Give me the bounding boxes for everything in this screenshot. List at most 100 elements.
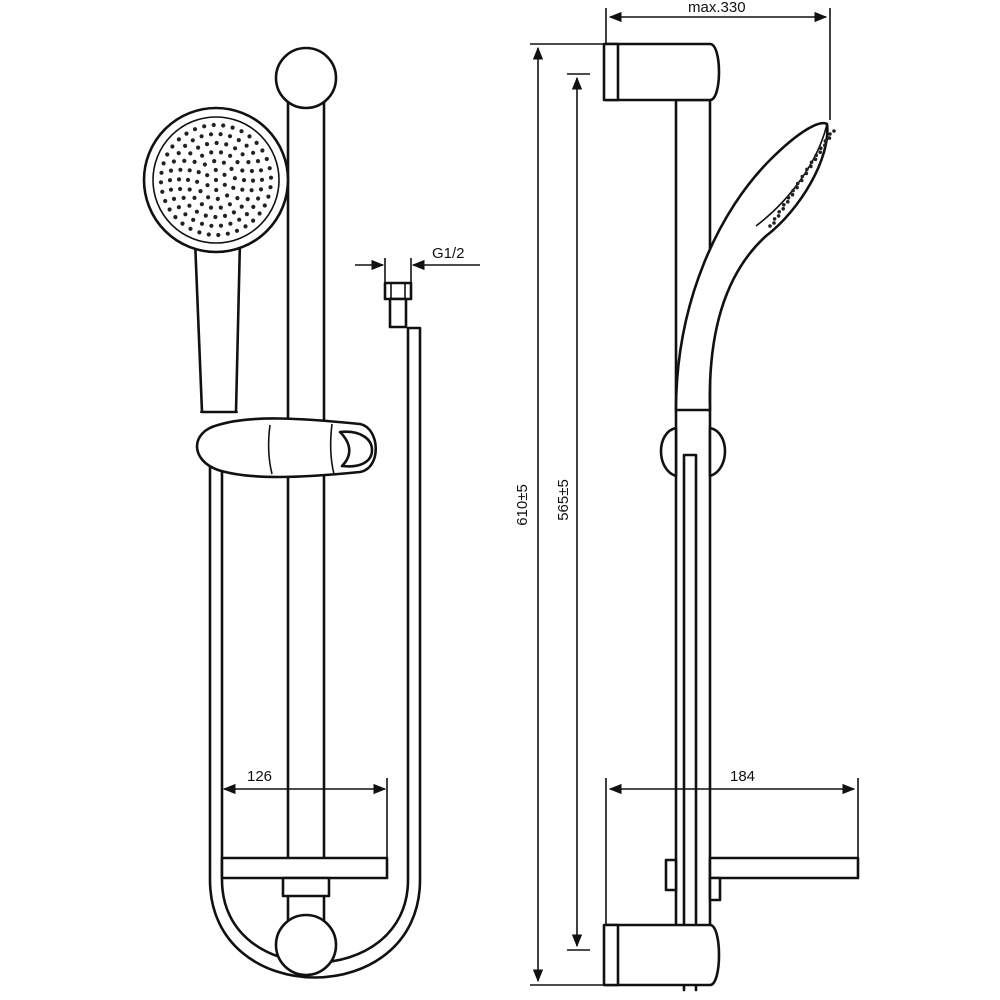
nozzle-dot xyxy=(168,168,174,173)
nozzle-dot xyxy=(206,232,211,237)
side-nozzle-dot xyxy=(786,195,791,200)
nozzle-dot xyxy=(208,132,214,137)
side-nozzle-dot xyxy=(805,167,809,172)
nozzle-dot xyxy=(221,160,226,165)
nozzle-dot xyxy=(251,150,256,155)
nozzle-dot xyxy=(158,180,164,185)
nozzle-dot xyxy=(195,179,200,184)
shower-head-nozzles xyxy=(158,122,274,238)
nozzle-dot xyxy=(225,193,230,198)
side-nozzle-dot xyxy=(819,146,823,150)
nozzle-dot xyxy=(200,153,205,158)
nozzle-dot xyxy=(236,138,241,143)
nozzle-dot xyxy=(181,195,186,200)
nozzle-dot xyxy=(173,215,178,220)
nozzle-dot xyxy=(171,159,176,164)
nozzle-dot xyxy=(268,175,274,180)
bottom-bracket-neck xyxy=(281,876,331,898)
nozzle-dot xyxy=(171,196,177,201)
side-nozzle-dot xyxy=(782,203,786,207)
nozzle-dot xyxy=(254,140,259,145)
nozzle-dot xyxy=(196,145,201,150)
soap-dish-side xyxy=(708,856,860,880)
nozzle-dot xyxy=(187,187,192,192)
side-nozzle-dot xyxy=(799,178,804,183)
nozzle-dot xyxy=(251,204,256,209)
nozzle-dot xyxy=(199,202,204,207)
nozzle-dot xyxy=(245,197,250,202)
side-nozzle-dot xyxy=(804,171,809,176)
nozzle-dot xyxy=(262,203,267,208)
nozzle-dot xyxy=(176,137,181,142)
nozzle-dot xyxy=(222,182,227,187)
nozzle-dot xyxy=(192,195,197,200)
dim-rail-height-label: 565±5 xyxy=(555,479,572,521)
nozzle-dot xyxy=(268,185,273,190)
nozzle-dot xyxy=(231,185,236,190)
nozzle-dot xyxy=(235,160,240,165)
side-nozzle-dot xyxy=(813,157,818,162)
dim-total-height-label: 610±5 xyxy=(514,484,531,526)
nozzle-dot xyxy=(178,186,183,192)
side-nozzle-dot xyxy=(776,214,781,218)
nozzle-dot xyxy=(259,177,265,182)
nozzle-dot xyxy=(192,127,198,132)
nozzle-dot xyxy=(209,150,214,155)
nozzle-dot xyxy=(203,213,208,218)
nozzle-dot xyxy=(188,151,193,156)
dim-max-width-label: max.330 xyxy=(688,0,746,16)
top-bracket-side xyxy=(604,42,721,102)
nozzle-dot xyxy=(218,223,224,228)
side-nozzle-dot xyxy=(809,160,814,165)
nozzle-dot xyxy=(234,228,240,233)
nozzle-dot xyxy=(227,202,232,207)
side-nozzle-dot xyxy=(827,136,832,140)
nozzle-dot xyxy=(167,207,172,212)
nozzle-dot xyxy=(191,217,196,222)
nozzle-dot xyxy=(180,221,185,226)
bottom-bracket-side xyxy=(604,923,721,987)
side-nozzle-dot xyxy=(781,207,785,211)
nozzle-dot xyxy=(230,125,235,130)
nozzle-dot xyxy=(240,152,245,157)
nozzle-dot xyxy=(215,196,220,201)
side-nozzle-dot xyxy=(823,139,828,143)
side-view: 610±5 565±5 max.330 xyxy=(514,0,860,992)
nozzle-dot xyxy=(221,123,226,128)
nozzle-dot xyxy=(246,160,251,165)
nozzle-dot xyxy=(218,132,223,137)
nozzle-dot xyxy=(182,158,187,163)
nozzle-dot xyxy=(222,172,227,177)
nozzle-dot xyxy=(225,231,230,236)
nozzle-dot xyxy=(176,177,182,182)
nozzle-dot xyxy=(185,177,191,182)
nozzle-dot xyxy=(222,213,228,218)
nozzle-dot xyxy=(212,159,217,164)
nozzle-dot xyxy=(168,187,174,192)
nozzle-dot xyxy=(241,178,247,183)
nozzle-dot xyxy=(218,205,223,210)
side-nozzle-dot xyxy=(791,188,795,193)
nozzle-dot xyxy=(176,151,181,156)
nozzle-dot xyxy=(229,166,234,171)
side-nozzle-dot xyxy=(800,174,805,179)
nozzle-dot xyxy=(209,223,214,228)
hose-connector-nut xyxy=(383,281,413,301)
nozzle-dot xyxy=(240,187,245,192)
nozzle-dot xyxy=(167,178,173,183)
nozzle-dot xyxy=(244,212,249,217)
nozzle-dot xyxy=(231,210,236,215)
dim-hose-spacing-label: 126 xyxy=(247,768,272,785)
nozzle-dot xyxy=(258,187,264,192)
nozzle-dot xyxy=(178,167,183,172)
side-nozzle-dot xyxy=(795,185,799,190)
nozzle-dot xyxy=(165,152,170,157)
nozzle-dot xyxy=(228,221,233,226)
side-nozzle-dot xyxy=(795,181,800,186)
top-bracket-front xyxy=(274,46,338,110)
nozzle-dot xyxy=(249,168,254,174)
side-nozzle-dot xyxy=(818,150,822,154)
nozzle-dot xyxy=(199,134,204,139)
nozzle-dot xyxy=(211,122,216,128)
